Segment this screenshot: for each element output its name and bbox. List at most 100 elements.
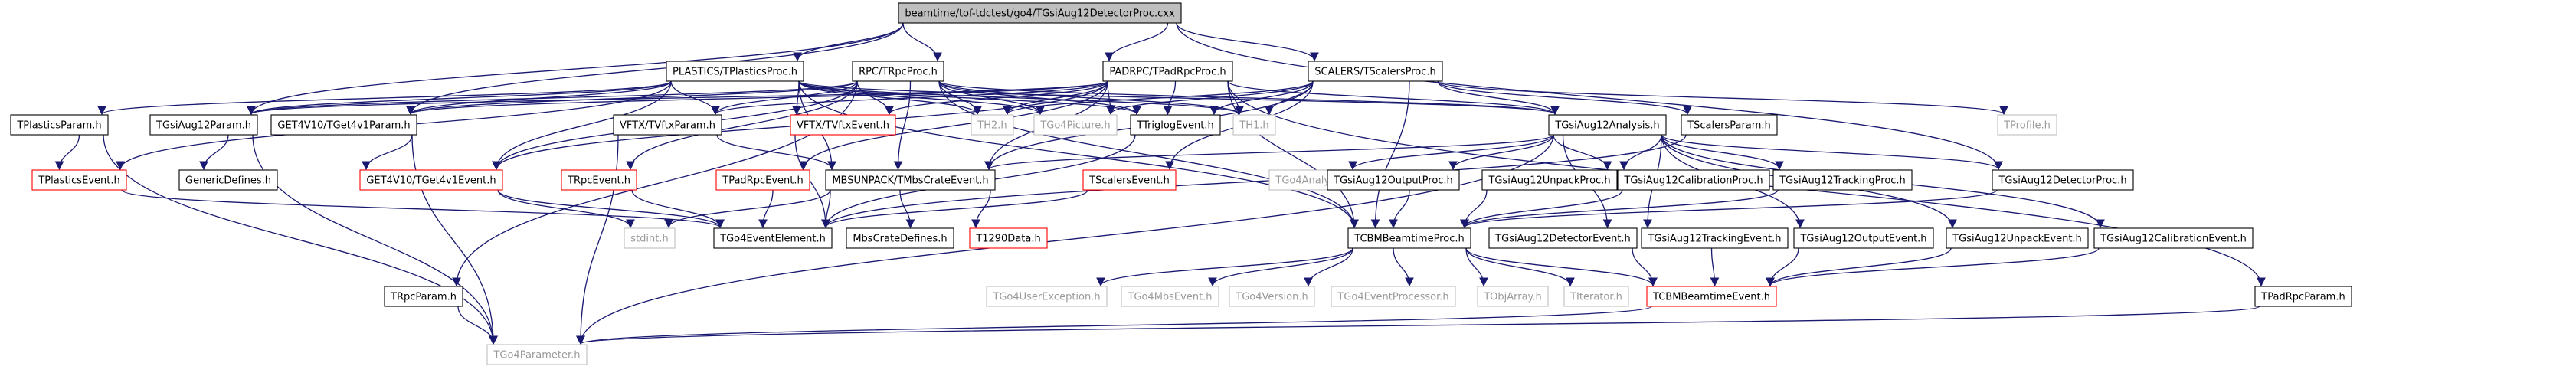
include-edge — [247, 80, 672, 116]
node-objarray[interactable]: TObjArray.h — [1477, 286, 1549, 307]
node-output-event[interactable]: TGsiAug12OutputEvent.h — [1793, 227, 1934, 249]
node-box — [1617, 169, 1770, 191]
node-label: TGsiAug12DetectorProc.h — [1998, 175, 2126, 187]
node-get4-param[interactable]: GET4V10/TGet4v1Param.h — [270, 114, 417, 136]
node-box — [1646, 286, 1777, 307]
include-edge — [1393, 247, 1414, 287]
node-get4-event[interactable]: GET4V10/TGet4v1Event.h — [359, 169, 503, 191]
node-plastics-event[interactable]: TPlasticsEvent.h — [31, 169, 127, 191]
node-eventproc[interactable]: TGo4EventProcessor.h — [1331, 286, 1456, 307]
node-version[interactable]: TGo4Version.h — [1229, 286, 1315, 307]
node-box — [666, 61, 804, 82]
node-mbscratedefines[interactable]: MbsCrateDefines.h — [846, 227, 954, 249]
node-box — [898, 2, 1182, 24]
node-vftx-event[interactable]: VFTX/TVftxEvent.h — [790, 114, 896, 136]
include-edge — [631, 189, 725, 229]
node-box — [986, 286, 1108, 307]
node-aug-param[interactable]: TGsiAug12Param.h — [149, 114, 258, 136]
node-box — [825, 169, 996, 191]
include-edge — [1163, 80, 1177, 116]
node-scalers-proc[interactable]: SCALERS/TScalersProc.h — [1308, 61, 1443, 82]
include-edge — [798, 80, 1359, 229]
node-box — [1130, 114, 1221, 136]
node-track-event[interactable]: TGsiAug12TrackingEvent.h — [1641, 227, 1789, 249]
node-box — [846, 227, 954, 249]
include-edge — [1460, 189, 1998, 229]
node-scalers-param[interactable]: TScalersParam.h — [1681, 114, 1778, 136]
node-box — [1563, 286, 1629, 307]
node-root[interactable]: beamtime/tof-tdctest/go4/TGsiAug12Detect… — [898, 2, 1182, 24]
include-edge — [664, 189, 831, 229]
node-rpc-proc[interactable]: RPC/TRpcProc.h — [852, 61, 944, 82]
node-triglog[interactable]: TTriglogEvent.h — [1130, 114, 1221, 136]
include-edge — [103, 134, 498, 345]
node-label: TGsiAug12UnpackEvent.h — [1952, 234, 2082, 245]
node-stdint[interactable]: stdint.h — [624, 227, 676, 249]
node-rpc-event[interactable]: TRpcEvent.h — [561, 169, 637, 191]
node-box — [852, 61, 944, 82]
node-box — [359, 169, 503, 191]
node-unpack-event[interactable]: TGsiAug12UnpackEvent.h — [1946, 227, 2089, 249]
node-unpack-proc[interactable]: TGsiAug12UnpackProc.h — [1481, 169, 1618, 191]
node-label: TGo4Parameter.h — [493, 350, 580, 361]
node-userexc[interactable]: TGo4UserException.h — [986, 286, 1108, 307]
node-titerator[interactable]: TIterator.h — [1563, 286, 1629, 307]
node-box — [1331, 286, 1456, 307]
include-edge — [1437, 80, 2008, 116]
include-edge — [411, 134, 498, 345]
node-box — [1641, 227, 1789, 249]
node-cbmproc[interactable]: TCBMBeamtimeProc.h — [1347, 227, 1471, 249]
node-det-event[interactable]: TGsiAug12DetectorEvent.h — [1488, 227, 1638, 249]
node-tprofile[interactable]: TProfile.h — [1997, 114, 2057, 136]
node-label: TPadRpcParam.h — [2260, 292, 2345, 303]
node-box — [613, 114, 722, 136]
node-padrpc-event[interactable]: TPadRpcEvent.h — [715, 169, 810, 191]
node-vftx-param[interactable]: VFTX/TVftxParam.h — [613, 114, 722, 136]
node-th2[interactable]: TH2.h — [971, 114, 1014, 136]
node-tracking-proc[interactable]: TGsiAug12TrackingProc.h — [1772, 169, 1913, 191]
node-go4eventelement[interactable]: TGo4EventElement.h — [713, 227, 833, 249]
node-label: TGo4Version.h — [1235, 292, 1308, 303]
include-edge — [798, 80, 982, 116]
node-mbs[interactable]: MBSUNPACK/TMbsCrateEvent.h — [825, 169, 996, 191]
include-edge — [899, 189, 915, 229]
node-go4picture[interactable]: TGo4Picture.h — [1033, 114, 1118, 136]
node-label: TGsiAug12Analysis.h — [1554, 120, 1659, 132]
node-label: TPadRpcEvent.h — [722, 175, 803, 187]
node-padrpc-proc[interactable]: PADRPC/TPadRpcProc.h — [1102, 61, 1233, 82]
include-edge — [938, 80, 1359, 229]
node-th1[interactable]: TH1.h — [1232, 114, 1276, 136]
include-edge — [577, 306, 2260, 345]
include-edge — [885, 80, 1108, 116]
node-box — [1681, 114, 1778, 136]
node-mbsevent[interactable]: TGo4MbsEvent.h — [1121, 286, 1219, 307]
node-box — [1481, 169, 1618, 191]
node-label: TGsiAug12CalibrationProc.h — [1623, 175, 1763, 187]
node-t1290[interactable]: T1290Data.h — [969, 227, 1048, 249]
node-go4param[interactable]: TGo4Parameter.h — [486, 344, 588, 365]
node-plastics-param[interactable]: TPlasticsParam.h — [10, 114, 109, 136]
node-label: TPlasticsParam.h — [16, 120, 101, 132]
include-edge — [1766, 247, 1952, 287]
node-generic[interactable]: GenericDefines.h — [178, 169, 278, 191]
node-cbmevent[interactable]: TCBMBeamtimeEvent.h — [1646, 286, 1777, 307]
node-label: TTriglogEvent.h — [1136, 120, 1213, 132]
node-box — [149, 114, 258, 136]
include-edge — [406, 22, 904, 116]
include-edge — [1661, 134, 2003, 171]
node-label: TH2.h — [977, 120, 1007, 132]
node-calib-proc[interactable]: TGsiAug12CalibrationProc.h — [1617, 169, 1770, 191]
node-rpc-param[interactable]: TRpcParam.h — [384, 286, 463, 307]
node-padrpc-param[interactable]: TPadRpcParam.h — [2254, 286, 2352, 307]
node-label: MBSUNPACK/TMbsCrateEvent.h — [832, 175, 988, 187]
include-edge — [938, 80, 1141, 116]
node-detector-proc[interactable]: TGsiAug12DetectorProc.h — [1992, 169, 2134, 191]
include-edge — [576, 134, 619, 345]
include-edge — [1370, 80, 1410, 229]
node-scalers-event[interactable]: TScalersEvent.h — [1082, 169, 1177, 191]
node-calib-event[interactable]: TGsiAug12CalibrationEvent.h — [2093, 227, 2254, 249]
node-box — [1772, 169, 1913, 191]
node-analysis[interactable]: TGsiAug12Analysis.h — [1548, 114, 1667, 136]
node-plastics-proc[interactable]: PLASTICS/TPlasticsProc.h — [666, 61, 804, 82]
node-output-proc[interactable]: TGsiAug12OutputProc.h — [1327, 169, 1460, 191]
